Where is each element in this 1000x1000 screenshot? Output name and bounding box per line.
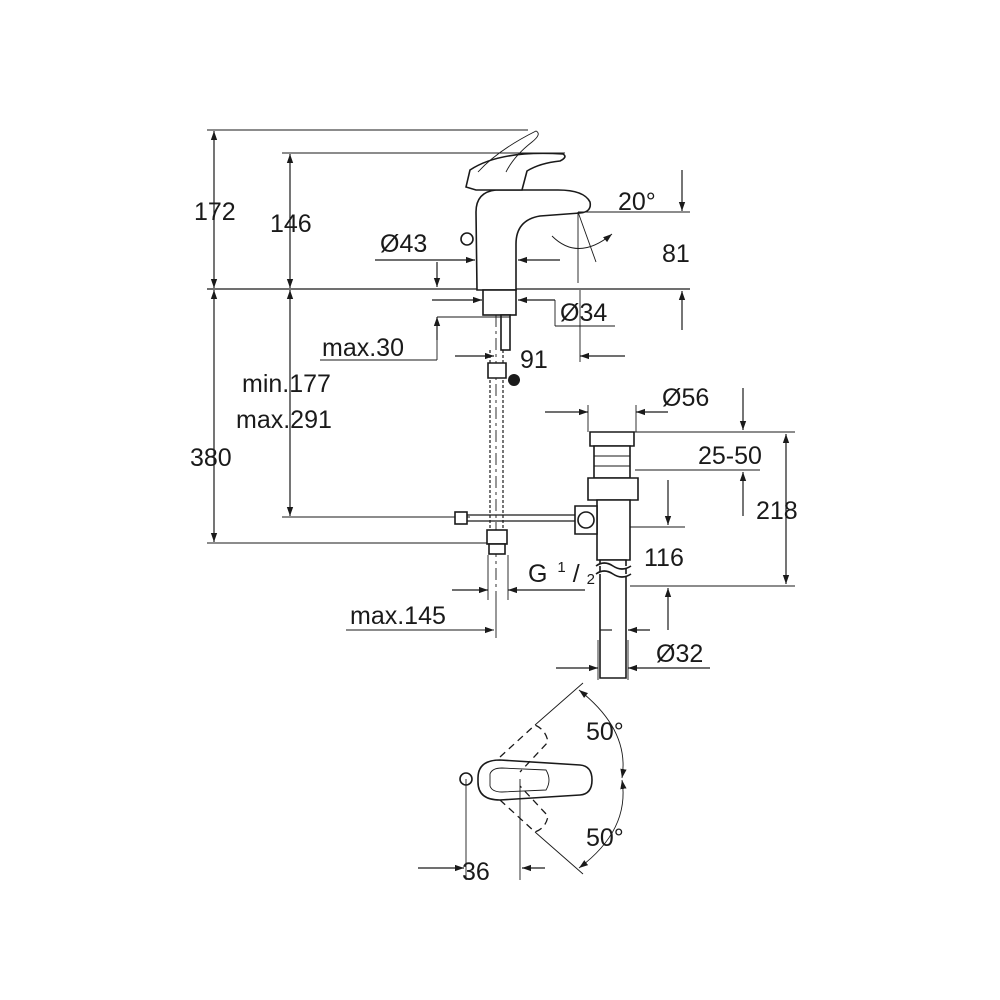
label-116: 116 — [644, 544, 684, 572]
label-91: 91 — [520, 346, 548, 374]
waste-nut — [587, 477, 639, 501]
label-spout-angle: 20° — [618, 188, 656, 216]
faucet-side-view — [460, 130, 690, 600]
label-waste-diameter: Ø56 — [662, 384, 709, 412]
label-max-145: max.145 — [350, 602, 446, 630]
tailpiece-break — [595, 562, 632, 570]
label-tail-diameter: Ø32 — [656, 640, 703, 668]
waste-assembly — [574, 431, 639, 679]
label-max-30: max.30 — [322, 334, 404, 362]
label-146: 146 — [270, 210, 312, 238]
label-connection-slash: / — [573, 560, 580, 588]
faucet-lever-raised — [477, 130, 539, 173]
hose-outline — [487, 362, 507, 379]
label-25-50: 25-50 — [698, 442, 762, 470]
label-shank-diameter: Ø34 — [560, 299, 607, 327]
lever-plan — [477, 759, 593, 801]
label-connection-prefix: G — [528, 560, 547, 588]
label-lever-angle-top: 50° — [586, 718, 624, 746]
label-max-291: max.291 — [236, 406, 332, 434]
popup-rod — [454, 511, 580, 525]
faucet-lever — [465, 152, 566, 191]
waste-body — [596, 499, 631, 561]
supply-hoses — [486, 350, 520, 555]
spout-angle-line — [577, 211, 597, 263]
waste-cap — [589, 431, 635, 447]
label-81: 81 — [662, 240, 690, 268]
faucet-body — [475, 189, 592, 291]
angle-arc-top — [578, 689, 627, 779]
label-connection-den: 2 — [587, 571, 595, 588]
label-connection-num: 1 — [557, 559, 565, 576]
waste-flange — [593, 445, 631, 479]
dimension-labels: 172 146 Ø43 20° 81 Ø34 max.30 91 min.177… — [190, 188, 798, 886]
label-connection: G 1 / 2 — [528, 550, 595, 588]
shank — [482, 289, 517, 316]
hose-connector — [486, 529, 508, 545]
spout-angle-arc — [551, 233, 613, 249]
label-380: 380 — [190, 444, 232, 472]
dimension-lines — [210, 131, 790, 872]
hose-connector-base — [488, 543, 506, 555]
label-36: 36 — [462, 858, 490, 886]
hose-nut — [508, 374, 520, 386]
mounting-stud — [500, 314, 511, 351]
label-lever-angle-bottom: 50° — [586, 824, 624, 852]
hose-1 — [489, 350, 504, 530]
popup-rod-knob — [460, 232, 474, 246]
tailpiece — [599, 559, 627, 679]
label-min-177: min.177 — [242, 370, 331, 398]
label-base-diameter: Ø43 — [380, 230, 427, 258]
lever-plan-inner — [489, 767, 550, 793]
lever-top-view — [459, 682, 627, 880]
label-172: 172 — [194, 198, 236, 226]
label-218: 218 — [756, 497, 798, 525]
angle-arc-bottom — [578, 779, 627, 869]
